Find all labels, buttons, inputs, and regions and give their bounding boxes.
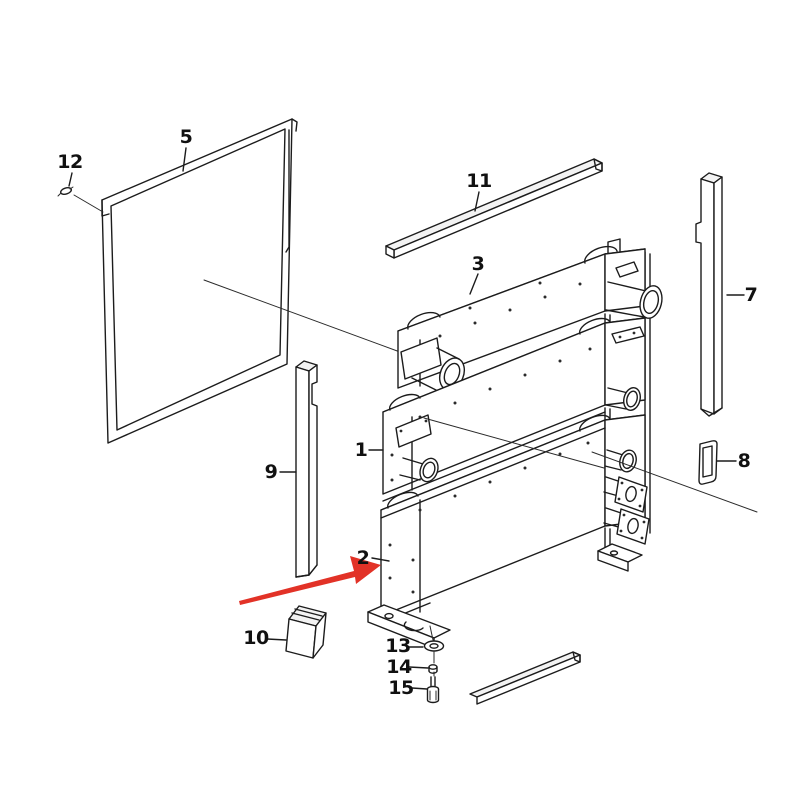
alignment-lines [204, 280, 400, 352]
part-label-10: 10 [243, 627, 269, 649]
part-label-11: 11 [466, 170, 492, 192]
upper-bar-part11 [386, 159, 602, 258]
side-strip-part7 [696, 173, 722, 416]
part-label-2: 2 [356, 547, 370, 569]
part-label-13: 13 [385, 635, 411, 657]
part-label-1: 1 [354, 439, 368, 461]
bolt-part15 [428, 677, 439, 703]
screw-part12 [58, 186, 103, 212]
screen-panel-part5 [102, 119, 297, 443]
pad-part8 [699, 441, 717, 484]
alignment-lines-front [424, 418, 757, 512]
part-label-3: 3 [471, 253, 485, 275]
red-arrow [239, 556, 381, 605]
side-strip-part9 [296, 361, 317, 577]
pad-part10 [286, 606, 326, 658]
part-label-12: 12 [57, 151, 83, 173]
fastener-stack [425, 626, 444, 703]
nut-part14 [429, 665, 437, 673]
part-label-8: 8 [737, 450, 751, 472]
leader-lines [69, 148, 744, 689]
top-cooler-part3 [398, 247, 665, 394]
part-label-9: 9 [264, 461, 278, 483]
part-label-7: 7 [744, 284, 758, 306]
washer-part13 [425, 641, 444, 651]
radiator-core-part1 [383, 318, 645, 501]
part-label-14: 14 [386, 656, 412, 678]
lower-bar [470, 652, 580, 704]
part-label-15: 15 [388, 677, 414, 699]
part-label-5: 5 [179, 126, 193, 148]
lower-cooler-part2 [368, 415, 649, 648]
